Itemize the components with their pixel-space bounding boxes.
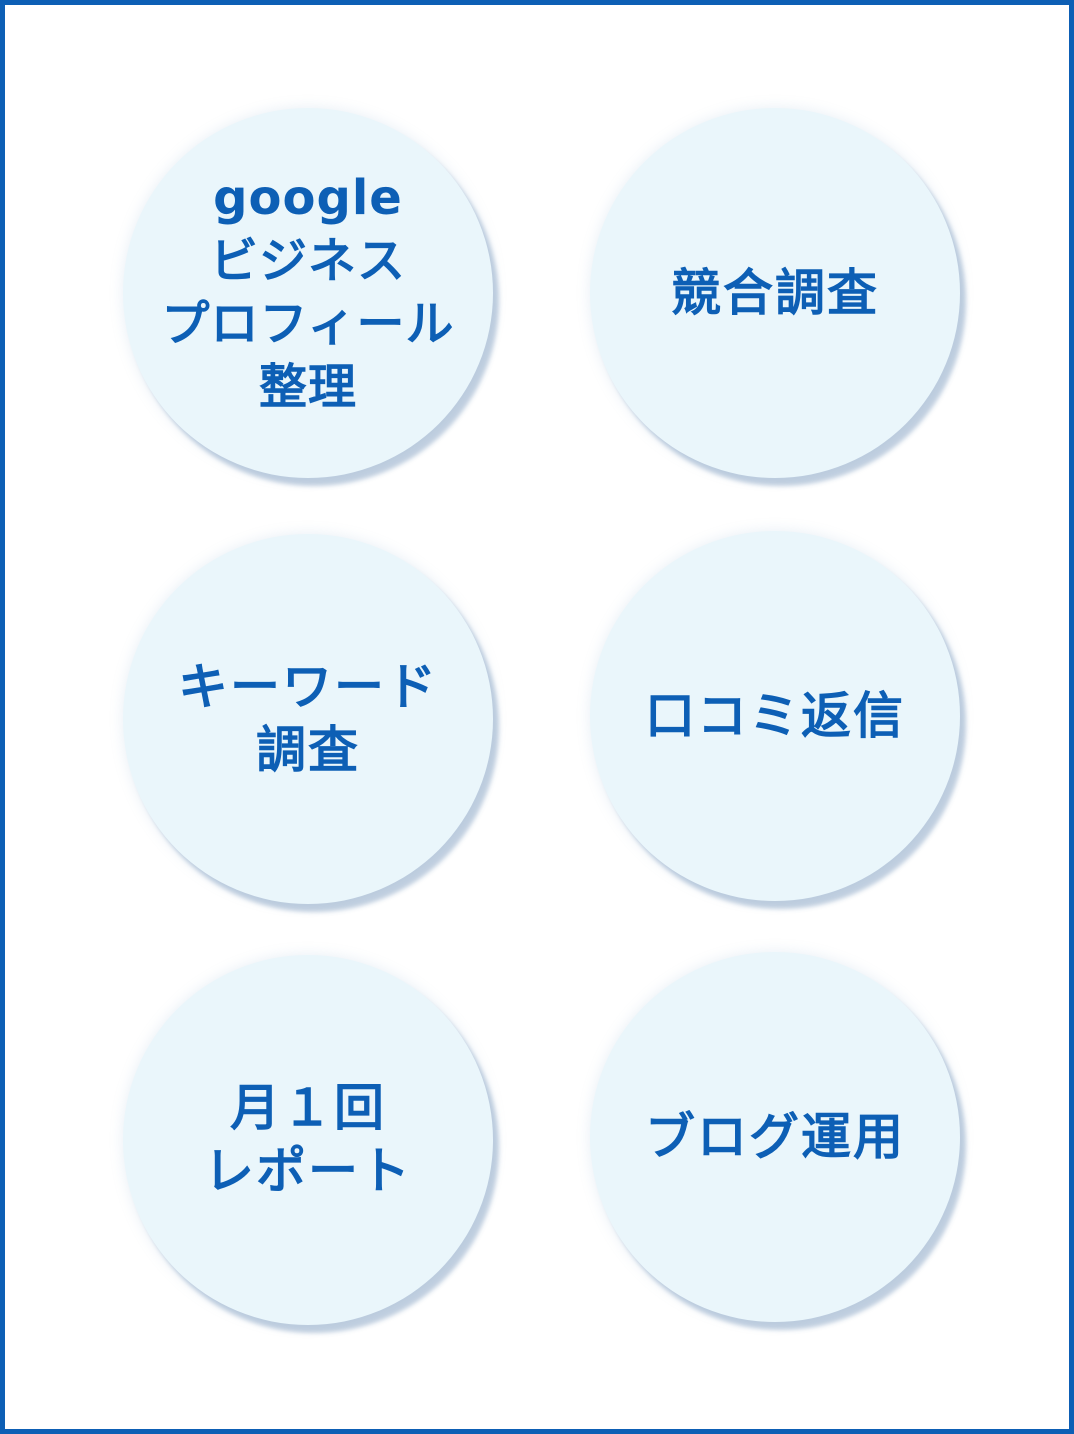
- service-label: 月１回 レポート: [204, 1079, 412, 1200]
- service-circle-keyword-research: キーワード 調査: [123, 534, 493, 904]
- service-circle-google-business-profile: google ビジネス プロフィール 整理: [123, 108, 493, 478]
- service-label: キーワード 調査: [178, 658, 438, 779]
- service-circle-blog-management: ブログ運用: [590, 952, 960, 1322]
- service-label: 口コミ返信: [645, 686, 905, 745]
- service-label: google ビジネス プロフィール 整理: [161, 170, 455, 415]
- service-circle-competitor-research: 競合調査: [590, 108, 960, 478]
- service-circle-review-reply: 口コミ返信: [590, 531, 960, 901]
- service-label: 競合調査: [671, 263, 879, 322]
- service-label: ブログ運用: [645, 1107, 905, 1166]
- service-circle-monthly-report: 月１回 レポート: [123, 955, 493, 1325]
